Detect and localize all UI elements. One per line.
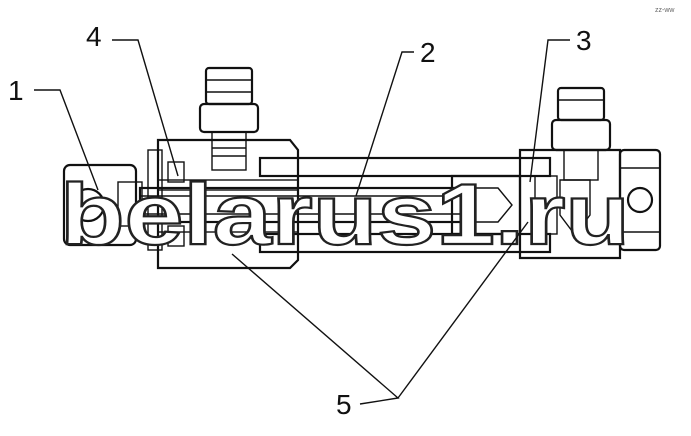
callout-5: 5	[336, 389, 352, 420]
corner-mark: zz-ww	[655, 7, 675, 14]
rear-clevis	[618, 148, 662, 252]
leader-lines	[34, 39, 570, 405]
callout-3: 3	[576, 25, 592, 56]
callout-2: 2	[420, 37, 436, 68]
callout-4: 4	[86, 21, 102, 52]
piston-rod	[138, 186, 467, 224]
watermark-text: belarus1.ru	[60, 167, 630, 263]
front-head	[147, 138, 300, 270]
front-port-fitting	[198, 66, 260, 171]
rod-eye-end	[62, 163, 143, 247]
callout-1: 1	[8, 75, 24, 106]
rear-port-fitting	[550, 86, 612, 181]
